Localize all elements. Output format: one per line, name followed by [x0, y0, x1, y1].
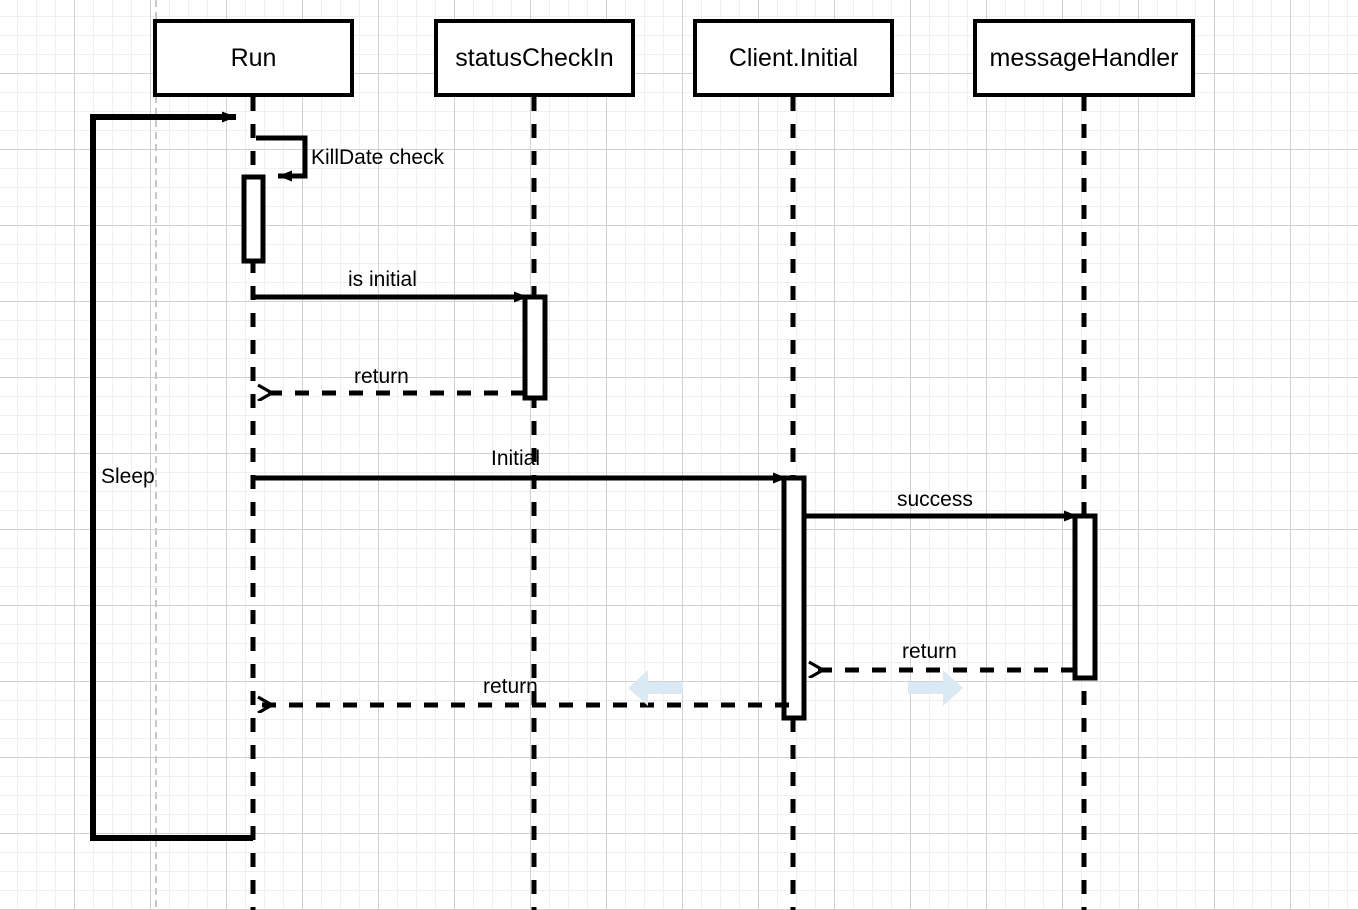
- message-label-return-messagehandler: return: [902, 640, 957, 663]
- participant-box-run[interactable]: Run: [153, 19, 354, 97]
- activation-bar-run: [241, 174, 266, 264]
- message-label-success: success: [897, 488, 973, 511]
- right-hint-arrow-icon: [908, 670, 963, 706]
- activation-bar-messagehandler: [1072, 513, 1098, 681]
- message-label-initial: Initial: [491, 447, 541, 470]
- participant-label-statuscheckin: statusCheckIn: [455, 43, 614, 72]
- participant-label-messagehandler: messageHandler: [989, 43, 1179, 72]
- participant-box-clientinitial[interactable]: Client.Initial: [693, 19, 894, 97]
- participant-label-run: Run: [230, 43, 277, 72]
- participant-box-statuscheckin[interactable]: statusCheckIn: [434, 19, 635, 97]
- message-path-killdate: [256, 135, 308, 182]
- message-label-sleep: Sleep: [101, 465, 155, 488]
- participant-label-clientinitial: Client.Initial: [728, 43, 859, 72]
- activation-bar-statuscheckin: [522, 294, 548, 401]
- message-label-return-clientinitial: return: [483, 675, 538, 698]
- message-label-is-initial: is initial: [348, 268, 417, 291]
- message-path-sleep: [90, 111, 253, 841]
- participant-box-messagehandler[interactable]: messageHandler: [973, 19, 1195, 97]
- message-label-killdate-check: KillDate check: [311, 146, 445, 169]
- message-label-return-statuscheckin: return: [354, 365, 409, 388]
- activation-bar-clientinitial: [781, 475, 807, 721]
- left-hint-arrow-icon: [628, 670, 683, 706]
